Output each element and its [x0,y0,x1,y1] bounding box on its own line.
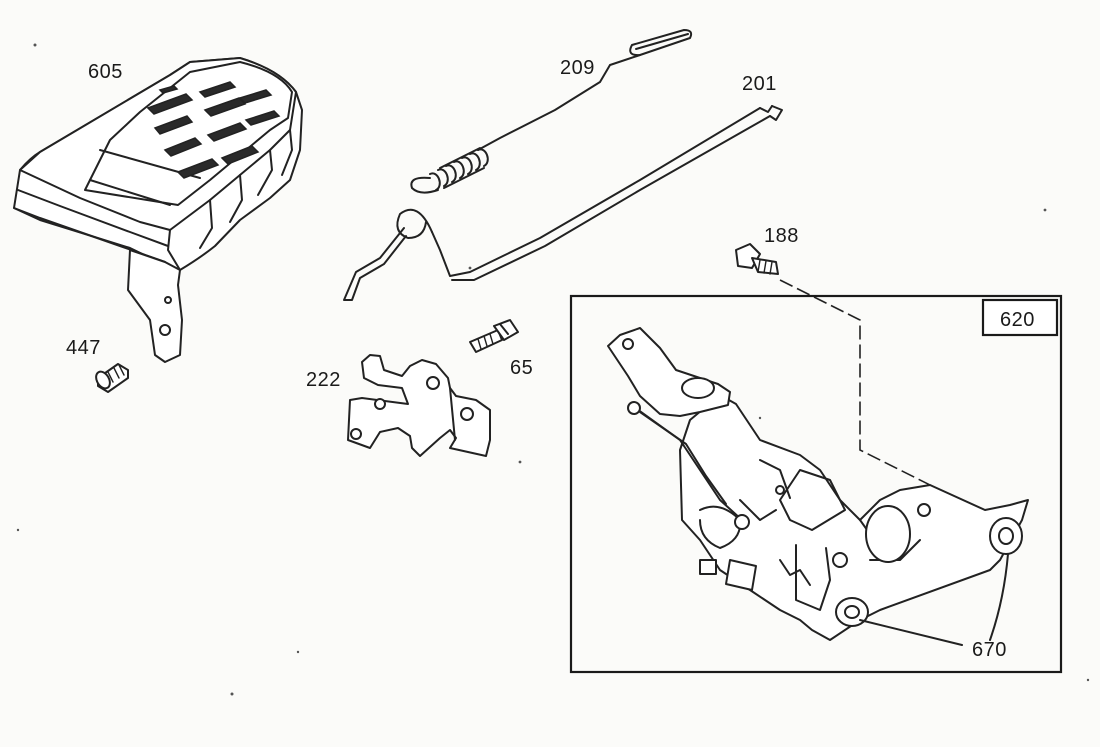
bolt-188-part [735,243,941,491]
label-605: 605 [88,61,123,83]
governor-spring-209-part [410,29,693,194]
screw-447-part [95,363,129,393]
label-447: 447 [66,337,101,359]
label-222: 222 [306,369,341,391]
cover-vent-slots [146,81,281,179]
label-65: 65 [510,357,533,379]
control-cover-part [13,57,303,363]
label-201: 201 [742,73,777,95]
assembly-620-box [569,294,1063,674]
bracket-222-part [347,354,491,457]
scan-specks [16,43,1090,696]
screw-65-part [469,319,519,353]
governor-rod-201-part [343,105,783,301]
label-188: 188 [764,225,799,247]
label-209: 209 [560,57,595,79]
label-620: 620 [1000,309,1035,331]
part-number-labels: 605 209 201 188 620 447 222 65 670 [66,57,1035,661]
label-670: 670 [972,639,1007,661]
